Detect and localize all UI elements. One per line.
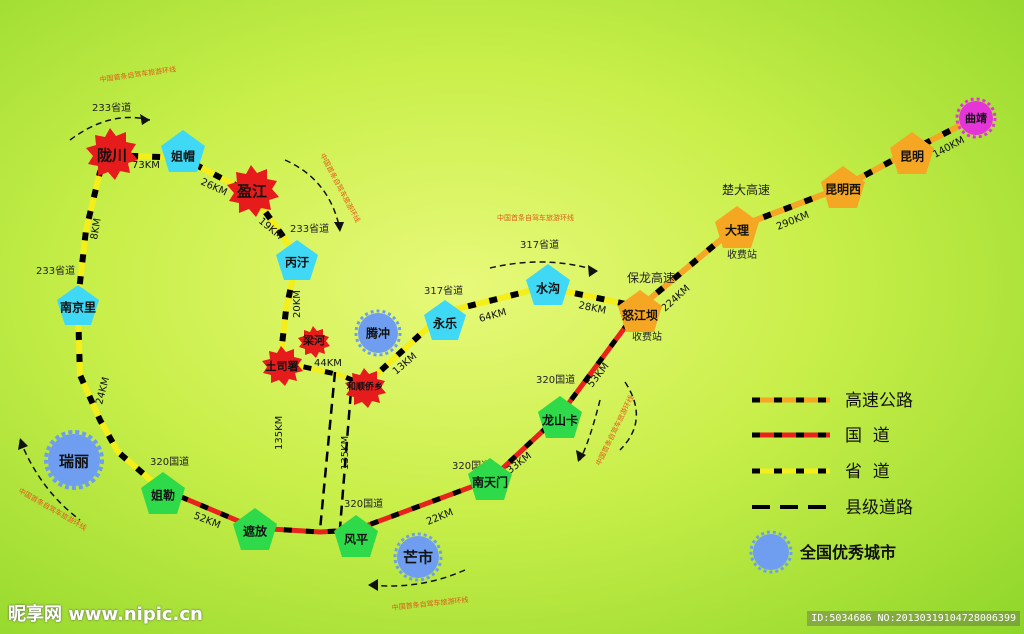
city-tusishu: 土司署 <box>262 346 303 386</box>
city-label-jiemao: 姐帽 <box>171 149 195 164</box>
city-qujing: 曲靖 <box>955 97 997 139</box>
dist-longchuan-nanjingli: 8KM <box>89 217 104 240</box>
direction-arrows <box>19 116 637 587</box>
tour-text-1: 中国首条自驾车旅游环线 <box>99 64 177 84</box>
city-label-tengchong: 腾冲 <box>365 326 390 341</box>
tour-text-4: 中国首条自驾车旅游环线 <box>594 394 636 467</box>
tag-317-a: 317省道 <box>424 284 463 297</box>
tag-317-b: 317省道 <box>520 238 559 251</box>
city-label-ruili: 瑞丽 <box>59 453 89 471</box>
tag-toll-nujiangba: 收费站 <box>632 330 662 343</box>
city-zhefang: 遮放 <box>233 508 277 550</box>
city-nantianmen: 南天门 <box>468 458 512 500</box>
city-ruili: 瑞丽 <box>44 430 104 490</box>
legend-label-excellent-city: 全国优秀城市 <box>799 543 896 562</box>
city-label-nantianmen: 南天门 <box>472 475 508 490</box>
tag-320-b: 320国道 <box>344 497 383 510</box>
dist-longchuan-jiemao: 73KM <box>132 160 160 171</box>
tour-text-6: 中国首条自驾车旅游环线 <box>391 595 469 612</box>
city-label-yingjiang: 盈江 <box>236 183 267 201</box>
city-label-mangshi: 芒市 <box>403 549 433 567</box>
dist-county-a: 135KM <box>274 416 285 450</box>
county-roads <box>318 371 354 531</box>
city-longchuan: 陇川 <box>86 128 138 180</box>
city-kunmingxi: 昆明西 <box>821 166 865 208</box>
tag-233-mid: 233省道 <box>290 222 329 235</box>
city-tengchong: 腾冲 <box>354 309 402 357</box>
city-label-longchuan: 陇川 <box>97 147 127 165</box>
legend: 高速公路 国 道 省 道 县级道路 全国优秀城市 <box>749 391 913 574</box>
legend-label-provincial: 省 道 <box>845 462 890 482</box>
city-jiele: 姐勒 <box>141 472 185 514</box>
watermark-id: ID:5034686 NO:20130319104728006399 <box>807 611 1020 626</box>
tour-text-3: 中国首条自驾车旅游环线 <box>497 213 574 222</box>
tag-toll-dali: 收费站 <box>727 248 757 261</box>
dist-nantianmen-fengping: 22KM <box>425 507 455 528</box>
legend-provincial: 省 道 <box>752 462 890 482</box>
dist-yongle-shuigou: 64KM <box>478 307 508 325</box>
tag-chuda: 楚大高速 <box>722 182 770 197</box>
city-lianghe: 梁河 <box>298 326 330 358</box>
legend-label-expressway: 高速公路 <box>845 391 913 411</box>
road-tags: 233省道 233省道 233省道 317省道 317省道 320国道 320国… <box>36 101 770 510</box>
city-label-jiele: 姐勒 <box>151 488 175 503</box>
tag-233-left: 233省道 <box>36 264 75 277</box>
city-fengping: 风平 <box>334 515 378 557</box>
city-label-yongle: 永乐 <box>432 316 457 331</box>
city-heshun: 和顺侨乡 <box>345 368 386 408</box>
city-jiemao: 姐帽 <box>161 130 205 172</box>
watermark-left: 昵享网 www.nipic.cn <box>8 604 203 625</box>
tag-320-a: 320国道 <box>150 455 189 468</box>
city-shuigou: 水沟 <box>526 264 570 305</box>
dist-bingyu-tusishu: 20KM <box>292 290 303 318</box>
legend-label-county: 县级道路 <box>845 498 913 518</box>
city-label-shuigou: 水沟 <box>536 281 560 296</box>
tour-text-2: 中国首条自驾车旅游环线 <box>318 152 362 224</box>
city-dali: 大理 <box>715 206 759 248</box>
legend-label-national: 国 道 <box>845 426 890 446</box>
city-bingyu: 丙汙 <box>276 240 318 280</box>
dist-county-b: 135KM <box>340 436 351 470</box>
city-label-kunming: 昆明 <box>900 150 924 164</box>
city-label-kunmingxi: 昆明西 <box>825 183 861 197</box>
dist-shuigou-nujiangba: 28KM <box>577 300 607 317</box>
city-label-qujing: 曲靖 <box>965 111 987 125</box>
city-label-dali: 大理 <box>725 223 749 238</box>
city-label-longshanka: 龙山卡 <box>542 413 578 428</box>
tag-baolong: 保龙高速 <box>627 270 675 285</box>
legend-county: 县级道路 <box>752 498 913 518</box>
city-nanjingli: 南京里 <box>57 285 99 325</box>
tour-text-5: 中国首条自驾车旅游环线 <box>17 486 88 532</box>
city-kunming: 昆明 <box>890 132 934 174</box>
tag-320-d: 320国道 <box>536 373 575 386</box>
city-mangshi: 芒市 <box>393 532 443 582</box>
city-label-zhefang: 遮放 <box>243 524 268 539</box>
city-label-nujiangba: 怒江坝 <box>622 308 658 323</box>
city-label-fengping: 风平 <box>344 533 368 547</box>
legend-excellent-city: 全国优秀城市 <box>749 530 896 574</box>
city-yongle: 永乐 <box>424 300 466 340</box>
city-label-tusishu: 土司署 <box>266 359 299 373</box>
dist-nanjingli-jiele: 24KM <box>94 376 112 406</box>
tag-233-top: 233省道 <box>92 101 131 114</box>
dist-tusishu-heshun: 44KM <box>314 358 342 369</box>
city-longshanka: 龙山卡 <box>538 396 582 438</box>
city-nujiangba: 怒江坝 <box>618 290 662 332</box>
city-label-heshun: 和顺侨乡 <box>346 381 383 393</box>
city-label-nanjingli: 南京里 <box>60 300 96 315</box>
legend-expressway: 高速公路 <box>752 391 913 411</box>
arrow-heads <box>18 114 598 591</box>
city-label-bingyu: 丙汙 <box>285 255 309 270</box>
city-yingjiang: 盈江 <box>227 165 279 217</box>
legend-national: 国 道 <box>752 426 890 446</box>
city-label-lianghe: 梁河 <box>302 333 325 347</box>
